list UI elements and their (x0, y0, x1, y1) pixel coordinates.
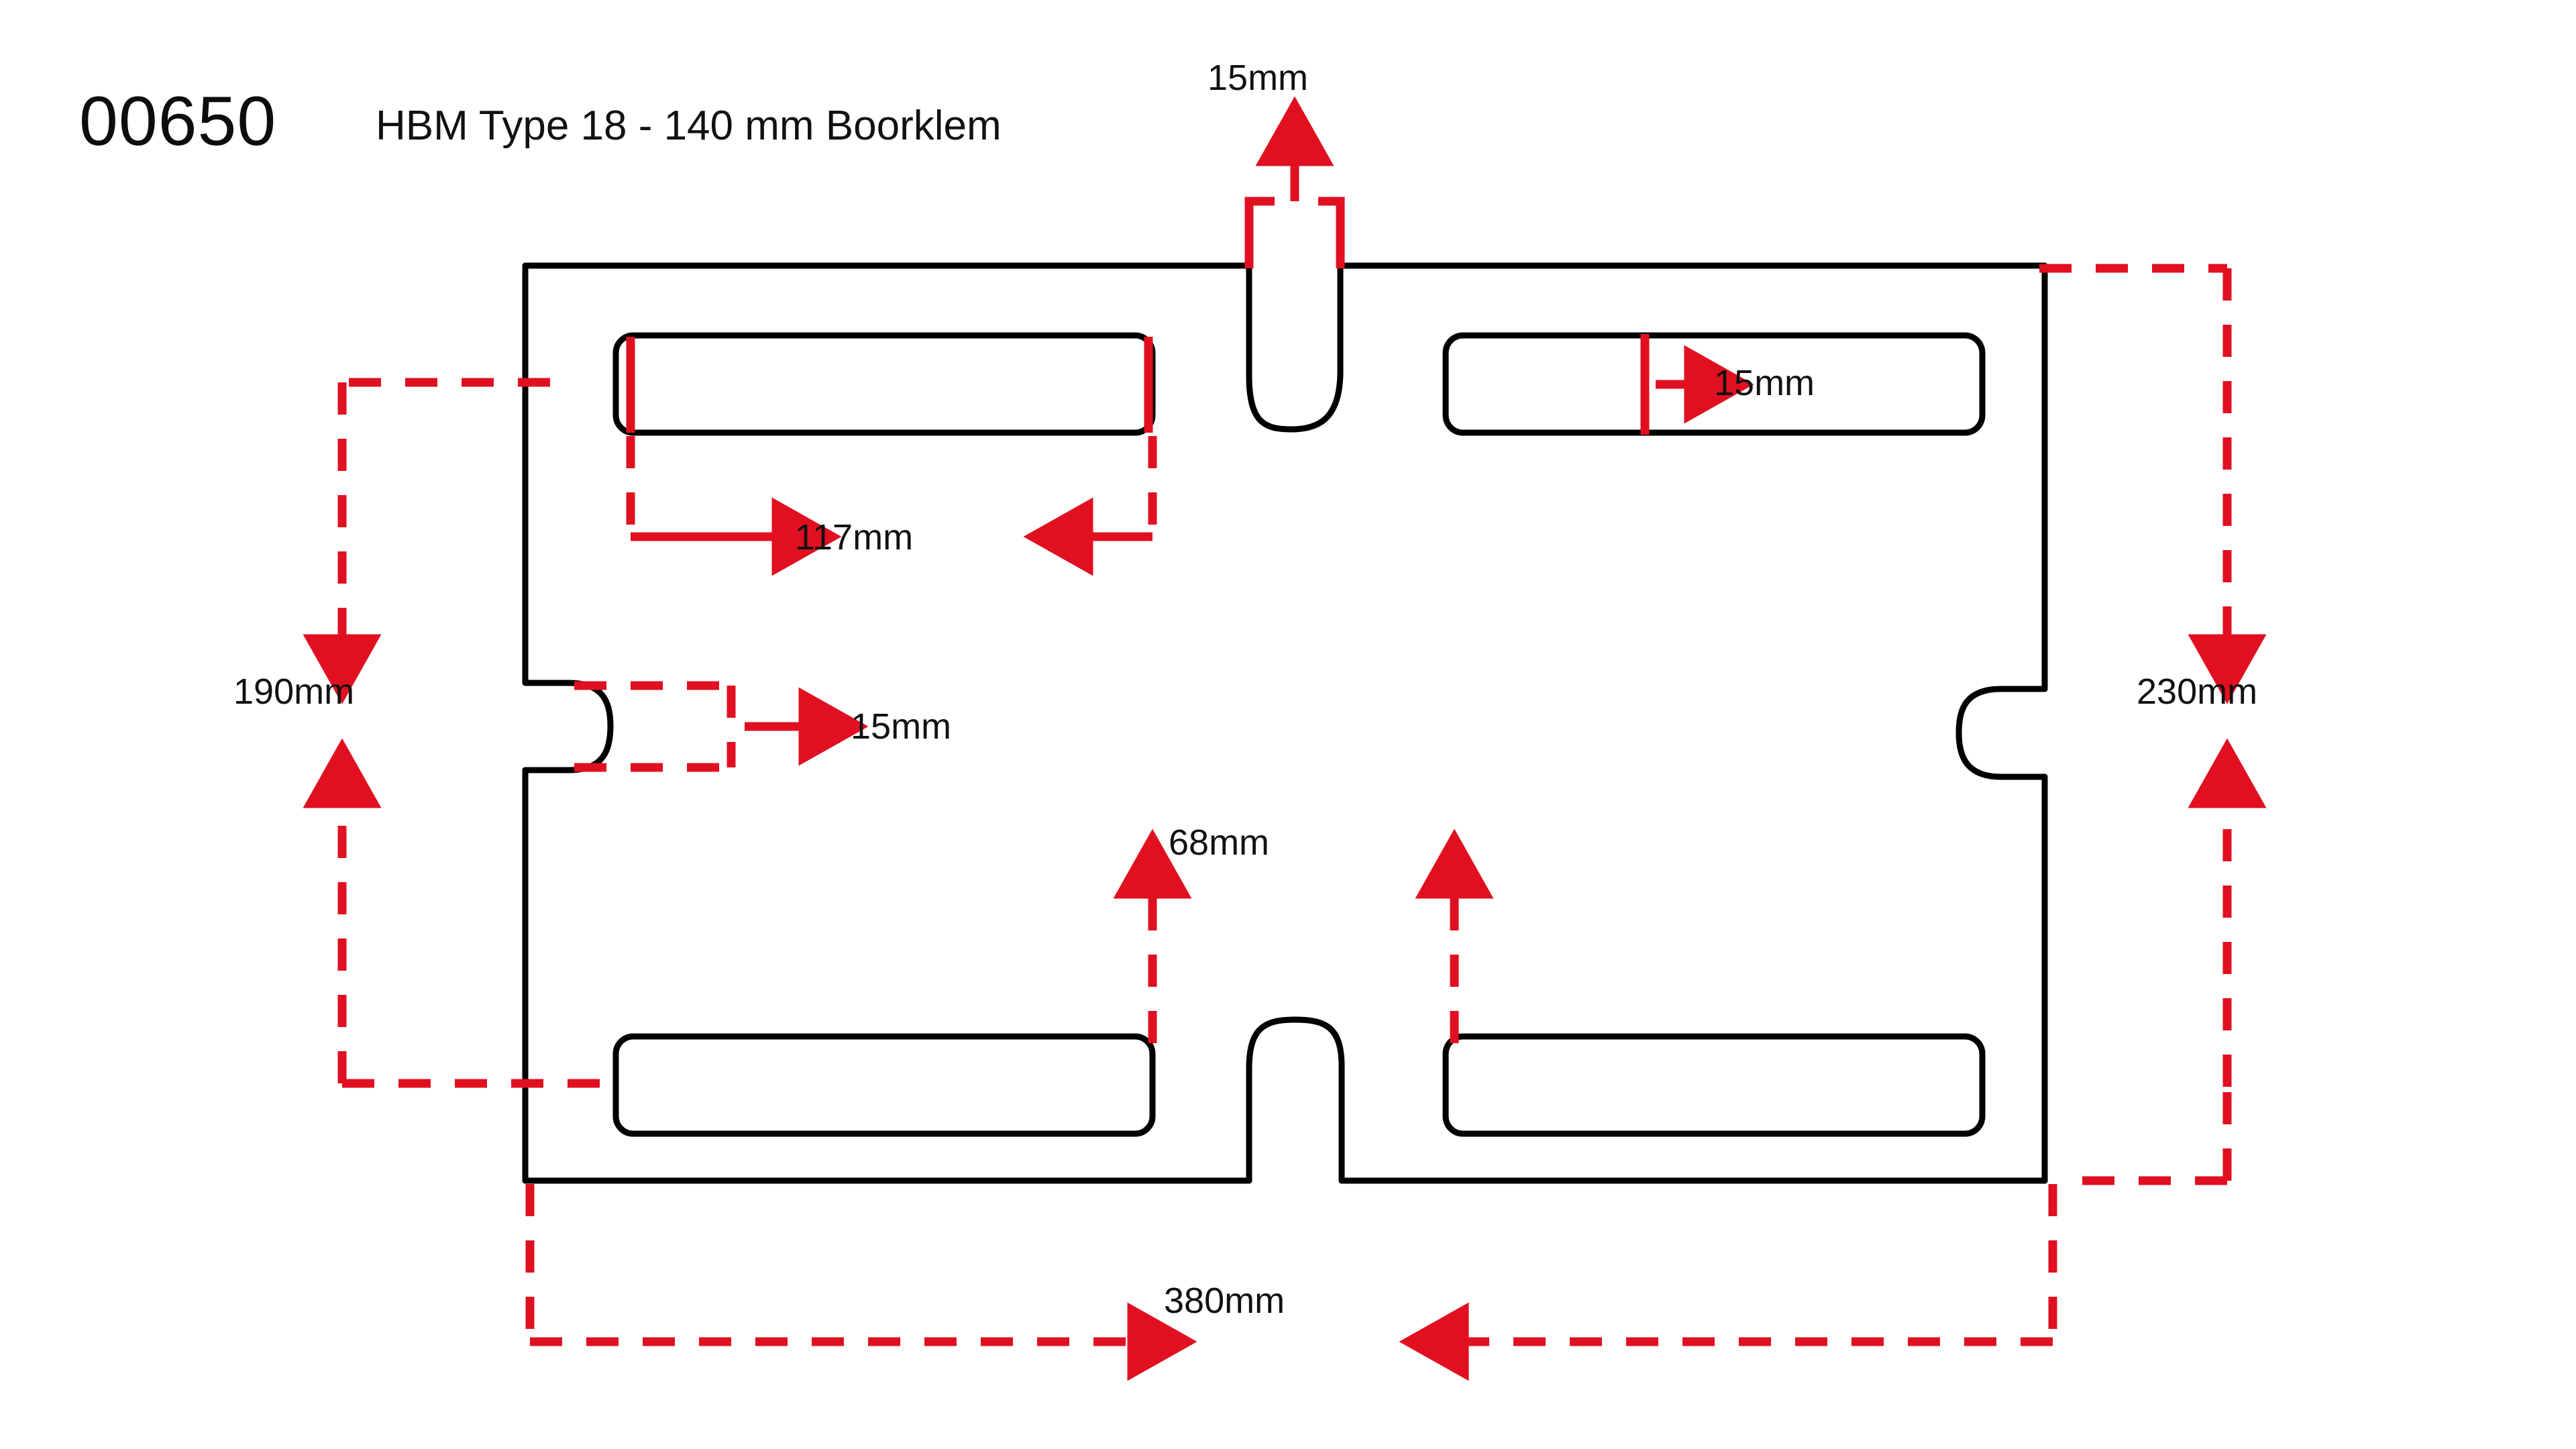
notch-top-center-path (1246, 262, 1344, 433)
notch-bottom-center-path (1246, 1016, 1345, 1184)
dim-label-left-height: 190mm (233, 672, 355, 712)
dim-top-notch-bracket-left (1244, 197, 1275, 268)
dim-label-top-left-slot-length: 117mm (795, 517, 914, 557)
drawing-code: 00650 (79, 83, 277, 160)
dim-label-top-notch-width: 15mm (1208, 58, 1309, 98)
dimension-lines-group (303, 96, 2267, 1381)
dim-label-right-height: 230mm (2137, 672, 2258, 712)
dim-top-notch-bracket-right (1318, 197, 1345, 268)
dim-label-left-notch-width: 15mm (851, 706, 952, 747)
notch-left-middle-path (522, 680, 614, 773)
slot-top-right (1442, 332, 1986, 436)
slot-bottom-left (612, 1033, 1156, 1137)
drawing-description: HBM Type 18 - 140 mm Boorklem (376, 103, 1002, 149)
dim-label-top-right-slot-offset: 15mm (1714, 363, 1815, 403)
dim-label-bottom-notch-gap: 68mm (1169, 822, 1270, 863)
slot-top-left (612, 332, 1156, 436)
notch-right-middle-path (1955, 686, 2048, 780)
slots-group (612, 332, 1986, 1137)
slot-bottom-right (1442, 1033, 1986, 1137)
dim-label-bottom-width: 380mm (1164, 1281, 1285, 1321)
